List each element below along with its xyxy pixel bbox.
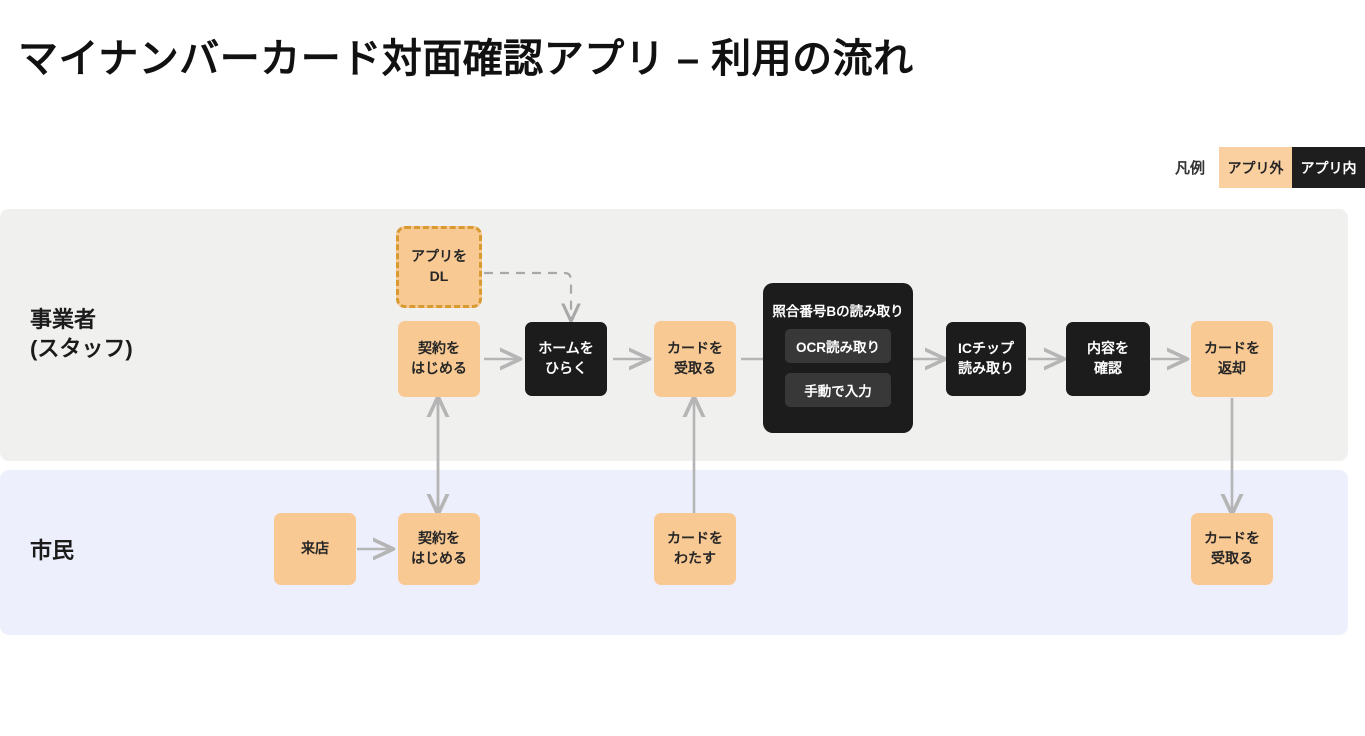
legend: 凡例 アプリ外 アプリ内 — [1175, 147, 1365, 188]
lane-title-staff: 事業者 (スタッフ) — [30, 307, 133, 362]
node-staff-receive-card[interactable]: カードを 受取る — [654, 321, 736, 397]
legend-badge-inside-app: アプリ内 — [1292, 147, 1365, 188]
node-manual-input[interactable]: 手動で入力 — [785, 373, 891, 407]
node-ic-chip-read[interactable]: ICチップ 読み取り — [946, 322, 1026, 396]
node-citizen-receive-card[interactable]: カードを 受取る — [1191, 513, 1273, 585]
node-hand-over-card[interactable]: カードを わたす — [654, 513, 736, 585]
node-ocr-read[interactable]: OCR読み取り — [785, 329, 891, 363]
page-title: マイナンバーカード対面確認アプリ – 利用の流れ — [18, 37, 914, 81]
node-staff-start-contract[interactable]: 契約を はじめる — [398, 321, 480, 397]
lane-title-citizen: 市民 — [30, 538, 75, 563]
group-verification-number-b: 照合番号Bの読み取り OCR読み取り 手動で入力 — [763, 283, 913, 433]
group-title: 照合番号Bの読み取り — [772, 304, 904, 319]
node-return-card[interactable]: カードを 返却 — [1191, 321, 1273, 397]
node-open-home[interactable]: ホームを ひらく — [525, 322, 607, 396]
node-citizen-start-contract[interactable]: 契約を はじめる — [398, 513, 480, 585]
node-visit-store[interactable]: 来店 — [274, 513, 356, 585]
node-confirm-content[interactable]: 内容を 確認 — [1066, 322, 1150, 396]
legend-badge-outside-app: アプリ外 — [1219, 147, 1292, 188]
legend-label: 凡例 — [1174, 160, 1205, 177]
node-app-download[interactable]: アプリを DL — [396, 226, 482, 308]
